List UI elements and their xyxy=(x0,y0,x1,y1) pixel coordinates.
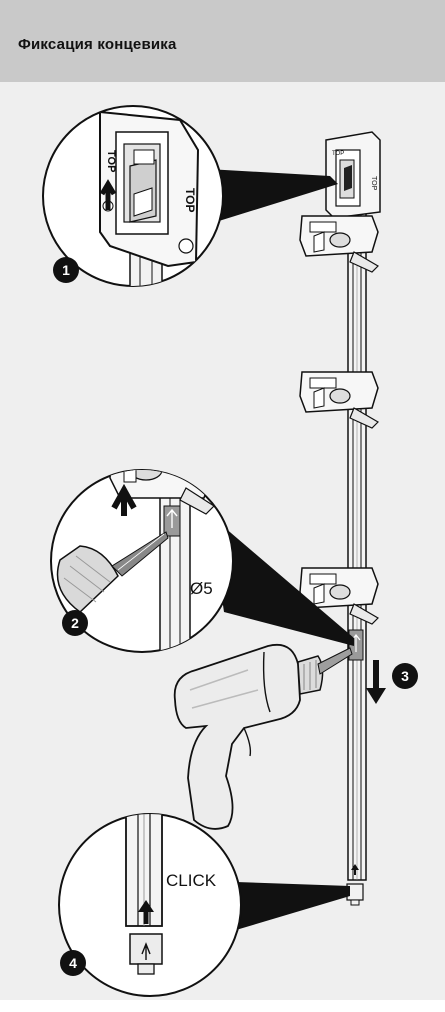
step-badge-4: 4 xyxy=(60,950,86,976)
drill-diameter-label: Ø5 xyxy=(190,579,213,598)
detail-circle-4 xyxy=(58,813,242,997)
top-marking-left: TOP xyxy=(105,150,117,172)
svg-text:2: 2 xyxy=(71,615,79,631)
step-badge-1: 1 xyxy=(53,257,79,283)
step-badge-3: 3 xyxy=(392,663,418,689)
top-marking: TOP xyxy=(183,188,197,212)
rail-clip xyxy=(299,567,379,625)
detail-circle-2 xyxy=(50,469,234,653)
svg-text:TOP: TOP xyxy=(332,151,344,157)
top-end-bracket: TOP TOP xyxy=(325,131,381,219)
rail-clip xyxy=(299,215,379,273)
page-title: Фиксация концевика xyxy=(18,36,177,53)
detail-circle-1: TOP TOP xyxy=(42,105,224,287)
main-rail xyxy=(347,149,367,881)
click-label: CLICK xyxy=(166,871,217,890)
svg-text:3: 3 xyxy=(401,668,409,684)
svg-text:TOP: TOP xyxy=(370,176,377,191)
bottom-margin xyxy=(0,1000,445,1012)
down-arrow-icon xyxy=(366,660,386,704)
svg-text:4: 4 xyxy=(69,955,77,971)
callout-beam xyxy=(236,882,350,930)
rail-clip xyxy=(299,371,379,429)
callout-beam xyxy=(190,168,338,230)
step-badge-2: 2 xyxy=(62,610,88,636)
header-bar: Фиксация концевика xyxy=(0,0,445,82)
power-drill xyxy=(173,643,353,830)
callout-beam xyxy=(210,515,354,646)
svg-text:1: 1 xyxy=(62,262,70,278)
